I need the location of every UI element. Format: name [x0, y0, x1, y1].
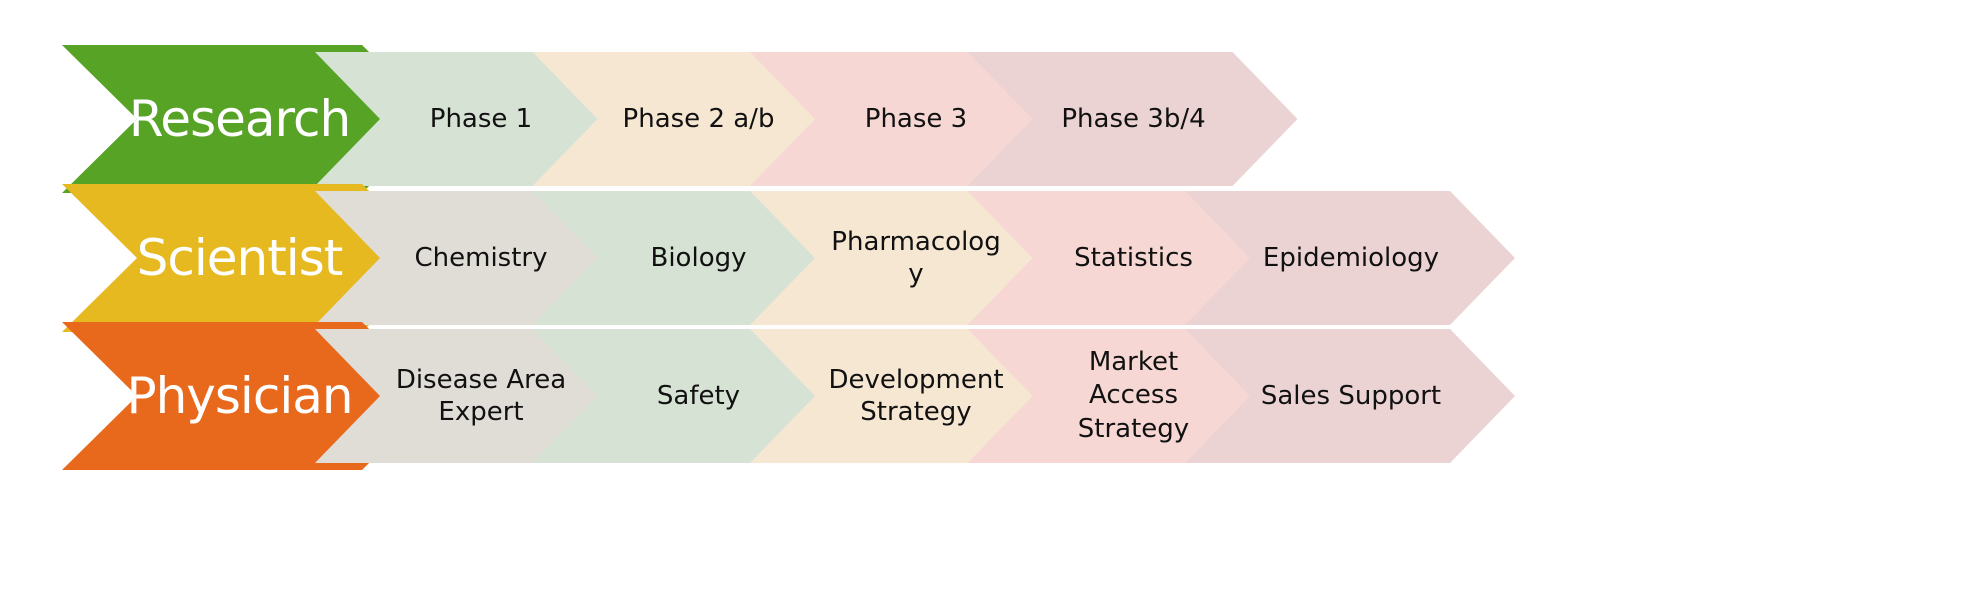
step-label: Phase 3	[864, 103, 968, 134]
step-label: Development Strategy	[828, 364, 1004, 428]
step-label: Phase 2 a/b	[622, 103, 775, 134]
step-label: Biology	[650, 242, 747, 273]
step-label: Market Access Strategy	[1077, 347, 1190, 444]
step-label: Phase 3b/4	[1061, 103, 1206, 134]
row-header-label: Research	[128, 90, 351, 148]
step-label: Phase 1	[429, 103, 533, 134]
step-label: Epidemiology	[1262, 242, 1440, 273]
step-label: Statistics	[1074, 242, 1193, 273]
step-label: Disease Area Expert	[395, 364, 567, 428]
row-header-label: Physician	[126, 367, 353, 425]
step-label: Chemistry	[414, 242, 548, 273]
step-label: Pharmacolog y	[831, 226, 1001, 290]
step-label: Sales Support	[1260, 380, 1442, 411]
step-label: Safety	[656, 380, 741, 411]
row-header-label: Scientist	[136, 229, 344, 287]
